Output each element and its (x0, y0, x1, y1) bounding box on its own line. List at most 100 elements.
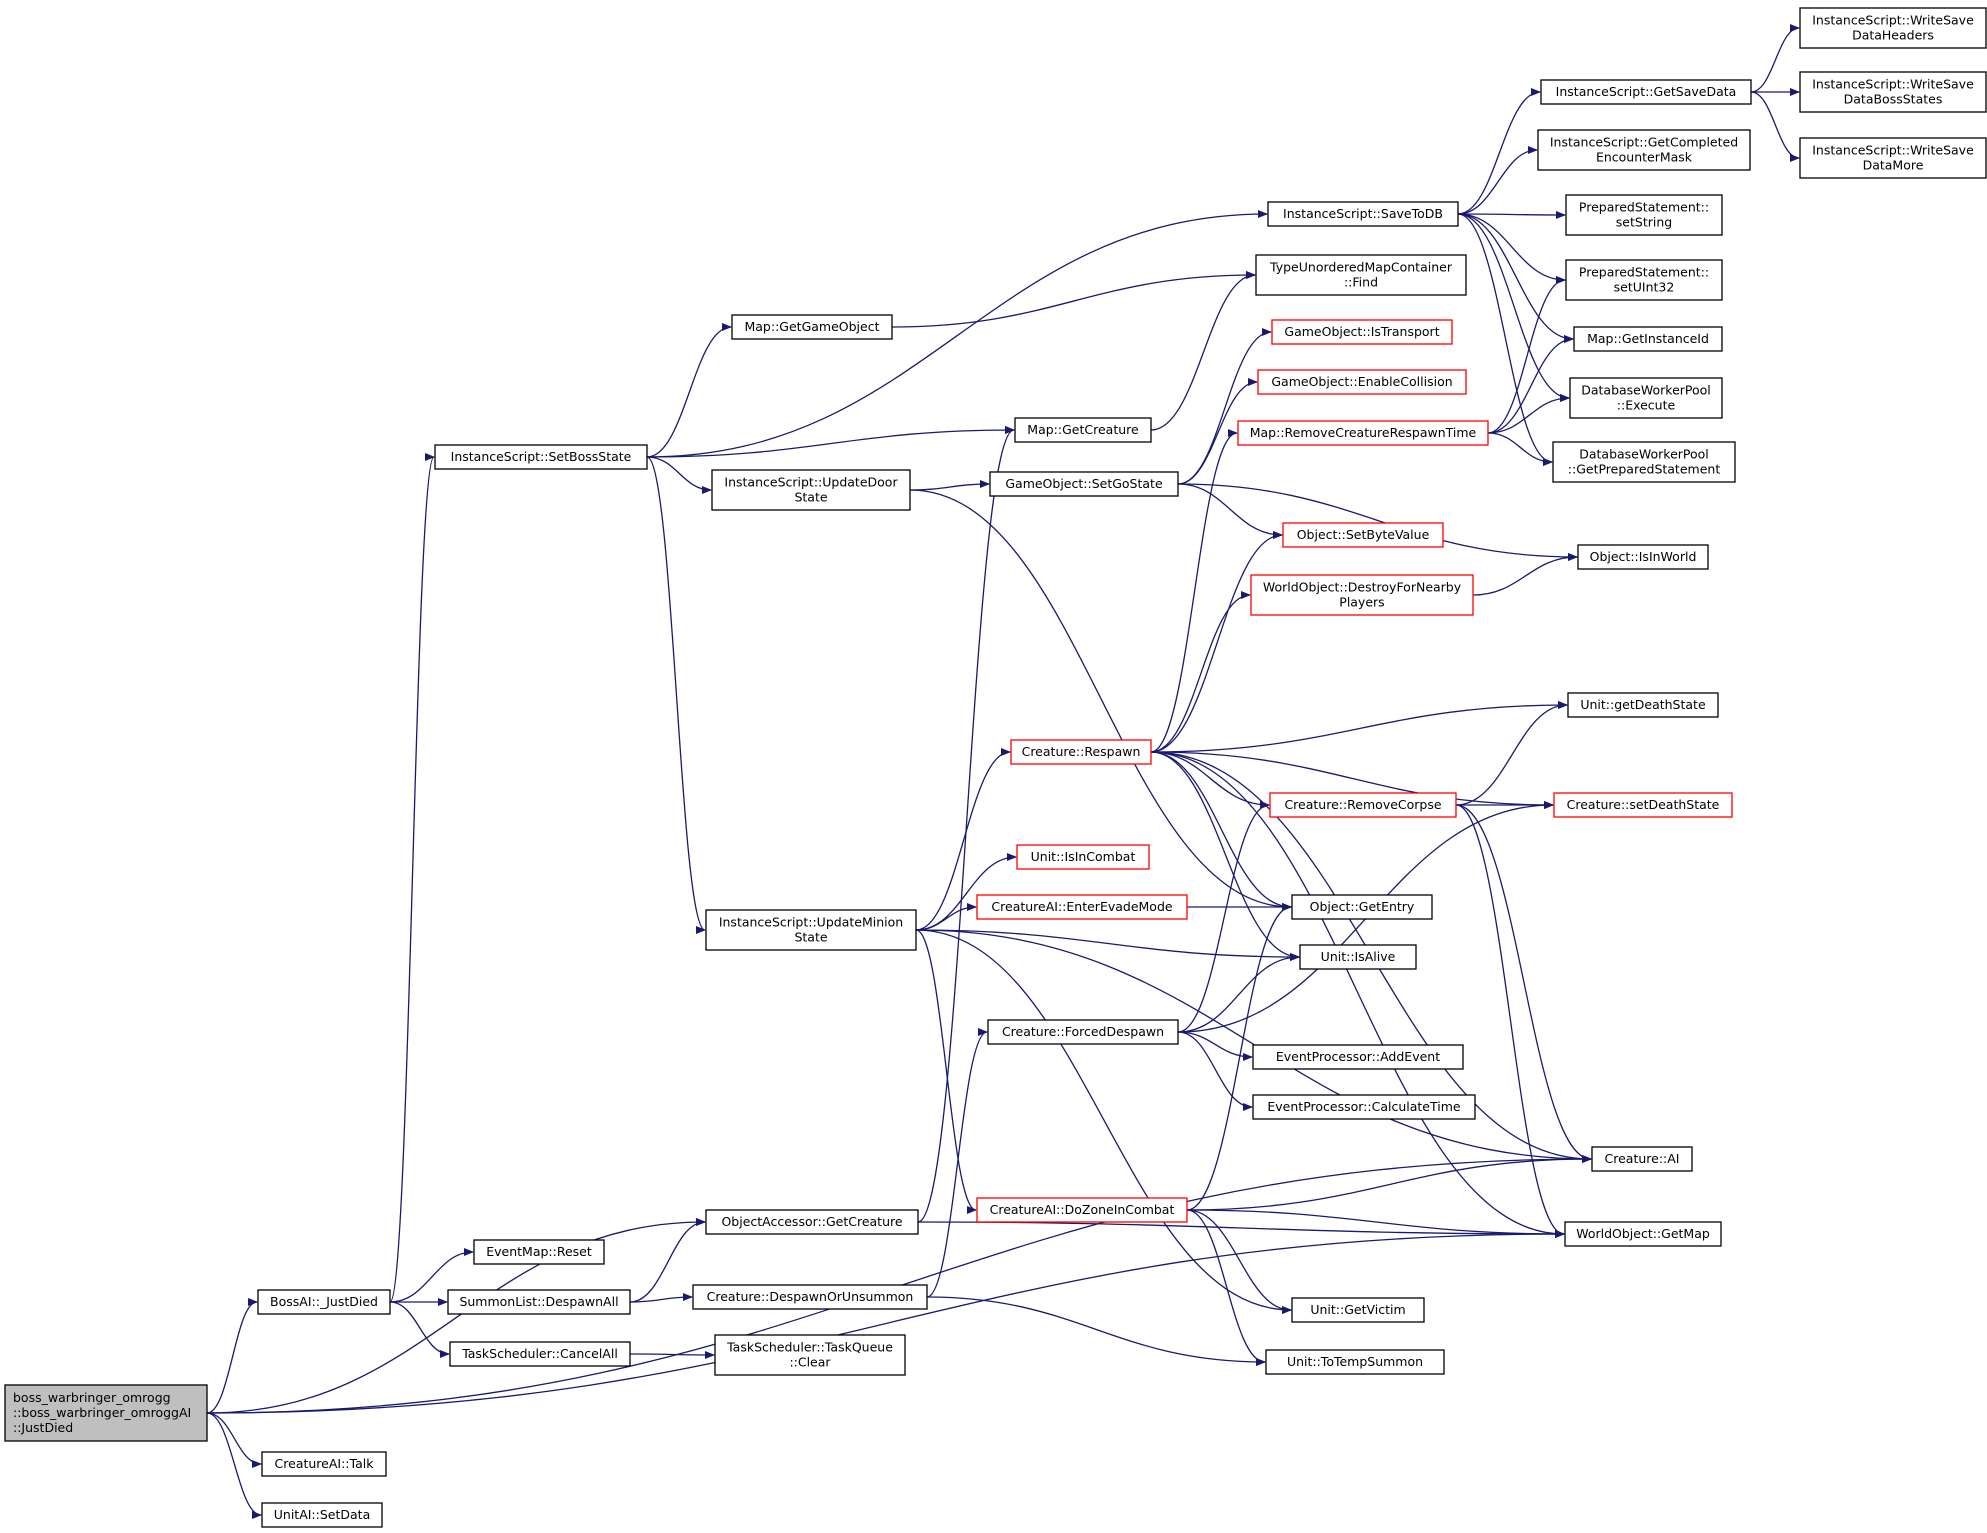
node-databaseworkerpool_getpreparedstatement[interactable]: DatabaseWorkerPool::GetPreparedStatement (1552, 441, 1736, 483)
node-map_getgameobject[interactable]: Map::GetGameObject (731, 314, 893, 340)
node-summonlist_despawnall[interactable]: SummonList::DespawnAll (447, 1289, 631, 1315)
node-root[interactable]: boss_warbringer_omrogg::boss_warbringer_… (4, 1384, 208, 1442)
edge-map_removecreaturerespawntime-to-databaseworkerpool_execute (1487, 394, 1570, 434)
node-unitai_setdata[interactable]: UnitAI::SetData (261, 1502, 383, 1528)
node-creatureai_talk[interactable]: CreatureAI::Talk (261, 1451, 387, 1477)
edge-map_getgameobject-to-typeunorderedmapcontainer_find (891, 271, 1256, 328)
node-label: InstanceScript::UpdateDoor (724, 475, 898, 490)
node-box (1799, 137, 1987, 179)
edge-creature_respawn-to-worldobject_getmap (1150, 751, 1565, 1238)
node-taskqueue_clear[interactable]: TaskScheduler::TaskQueue::Clear (714, 1334, 906, 1376)
node-gameobject_setgostate[interactable]: GameObject::SetGoState (989, 471, 1179, 497)
node-box (1237, 420, 1489, 446)
node-label: PreparedStatement:: (1579, 265, 1709, 280)
node-instancescript_setbossstate[interactable]: InstanceScript::SetBossState (434, 444, 648, 470)
edge-instancescript_getsavedata-to-instancescript_writesavedataheaders (1750, 24, 1800, 93)
node-box (1010, 739, 1152, 765)
node-gameobject_enablecollision[interactable]: GameObject::EnableCollision (1257, 369, 1467, 395)
node-unit_isalive[interactable]: Unit::IsAlive (1299, 944, 1417, 970)
edge-root-to-creatureai_talk (206, 1412, 262, 1468)
edge-instancescript_updatedoorstate-to-object_getentry (909, 489, 1292, 911)
edge-instancescript_setbossstate-to-instancescript_savetodb (646, 210, 1268, 458)
node-box (447, 1289, 631, 1315)
node-creature_removecorpse[interactable]: Creature::RemoveCorpse (1269, 792, 1457, 818)
node-unit_getdeathstate[interactable]: Unit::getDeathState (1567, 692, 1719, 718)
node-map_getcreature[interactable]: Map::GetCreature (1014, 417, 1152, 443)
node-creatureai_dozoneincombat[interactable]: CreatureAI::DoZoneInCombat (976, 1197, 1188, 1223)
node-label: InstanceScript::WriteSave (1812, 13, 1974, 28)
node-label: InstanceScript::WriteSave (1812, 77, 1974, 92)
node-creature_ai[interactable]: Creature::AI (1591, 1146, 1693, 1172)
node-object_setbytevalue[interactable]: Object::SetByteValue (1282, 522, 1444, 548)
node-preparedstatement_setuint32[interactable]: PreparedStatement::setUInt32 (1565, 259, 1723, 301)
edge-taskscheduler_cancelall-to-taskqueue_clear (629, 1350, 715, 1359)
node-label: EventMap::Reset (486, 1244, 592, 1259)
node-box (692, 1284, 928, 1310)
node-label: Map::GetInstanceId (1587, 331, 1709, 346)
edge-instancescript_savetodb-to-preparedstatement_setuint32 (1457, 213, 1566, 284)
node-box (1569, 377, 1723, 419)
edge-instancescript_setbossstate-to-map_getgameobject (646, 323, 732, 458)
node-databaseworkerpool_execute[interactable]: DatabaseWorkerPool::Execute (1569, 377, 1723, 419)
node-eventprocessor_calculatetime[interactable]: EventProcessor::CalculateTime (1252, 1094, 1476, 1120)
node-box (705, 909, 917, 951)
node-eventprocessor_addevent[interactable]: EventProcessor::AddEvent (1252, 1044, 1464, 1070)
node-typeunorderedmapcontainer_find[interactable]: TypeUnorderedMapContainer::Find (1255, 254, 1467, 296)
edge-creature_respawn-to-unit_isalive (1150, 751, 1300, 961)
node-unit_getvictim[interactable]: Unit::GetVictim (1291, 1297, 1425, 1323)
node-box (976, 894, 1188, 920)
node-instancescript_getcompletedencountermask[interactable]: InstanceScript::GetCompletedEncounterMas… (1537, 129, 1751, 171)
edge-summonlist_despawnall-to-objectaccessor_getcreature (629, 1218, 706, 1303)
node-unit_isincombat[interactable]: Unit::IsInCombat (1016, 844, 1150, 870)
node-label: Creature::RemoveCorpse (1284, 797, 1441, 812)
node-layer: boss_warbringer_omrogg::boss_warbringer_… (4, 7, 1987, 1528)
node-creature_forceddespawn[interactable]: Creature::ForcedDespawn (987, 1019, 1179, 1045)
node-taskscheduler_cancelall[interactable]: TaskScheduler::CancelAll (449, 1341, 631, 1367)
node-label: Creature::ForcedDespawn (1002, 1024, 1164, 1039)
edge-gameobject_setgostate-to-object_isinworld (1177, 483, 1578, 561)
node-label: ::Find (1344, 275, 1378, 290)
node-label: EventProcessor::CalculateTime (1267, 1099, 1460, 1114)
node-preparedstatement_setstring[interactable]: PreparedStatement::setString (1565, 194, 1723, 236)
node-object_getentry[interactable]: Object::GetEntry (1291, 894, 1433, 920)
node-label: Unit::getDeathState (1580, 697, 1706, 712)
node-label: UnitAI::SetData (274, 1507, 370, 1522)
node-gameobject_istransport[interactable]: GameObject::IsTransport (1271, 319, 1453, 345)
node-box (731, 314, 893, 340)
edge-root-to-objectaccessor_getcreature (206, 1218, 706, 1414)
edge-map_removecreaturerespawntime-to-map_getinstanceid (1487, 335, 1574, 434)
node-bossai_justdied[interactable]: BossAI::_JustDied (257, 1289, 391, 1315)
node-unit_totempsummon[interactable]: Unit::ToTempSummon (1265, 1349, 1445, 1375)
node-creature_despawnorunsummon[interactable]: Creature::DespawnOrUnsummon (692, 1284, 928, 1310)
node-map_getinstanceid[interactable]: Map::GetInstanceId (1573, 326, 1723, 352)
node-box (1567, 692, 1719, 718)
node-box (1565, 259, 1723, 301)
edge-worldobject_destroyfornearbyplayers-to-object_isinworld (1472, 553, 1578, 596)
node-instancescript_getsavedata[interactable]: InstanceScript::GetSaveData (1540, 79, 1752, 105)
edge-creatureai_dozoneincombat-to-worldobject_getmap (1186, 1209, 1565, 1238)
edge-instancescript_setbossstate-to-instancescript_updateminionstate (646, 456, 706, 934)
node-creature_respawn[interactable]: Creature::Respawn (1010, 739, 1152, 765)
node-worldobject_getmap[interactable]: WorldObject::GetMap (1564, 1221, 1722, 1247)
node-label: ::JustDied (13, 1420, 73, 1435)
node-label: ::boss_warbringer_omroggAI (13, 1405, 191, 1420)
node-map_removecreaturerespawntime[interactable]: Map::RemoveCreatureRespawnTime (1237, 420, 1489, 446)
node-object_isinworld[interactable]: Object::IsInWorld (1577, 544, 1709, 570)
node-box (705, 1209, 919, 1235)
edge-creature_forceddespawn-to-eventprocessor_calculatetime (1177, 1031, 1253, 1111)
edge-instancescript_savetodb-to-preparedstatement_setstring (1457, 210, 1566, 219)
node-creatureai_enterevademode[interactable]: CreatureAI::EnterEvadeMode (976, 894, 1188, 920)
node-box (1799, 7, 1987, 49)
node-instancescript_savetodb[interactable]: InstanceScript::SaveToDB (1267, 201, 1459, 227)
node-label: DataHeaders (1852, 28, 1934, 43)
node-objectaccessor_getcreature[interactable]: ObjectAccessor::GetCreature (705, 1209, 919, 1235)
node-eventmap_reset[interactable]: EventMap::Reset (473, 1239, 605, 1265)
node-creature_setdeathstate[interactable]: Creature::setDeathState (1553, 792, 1733, 818)
